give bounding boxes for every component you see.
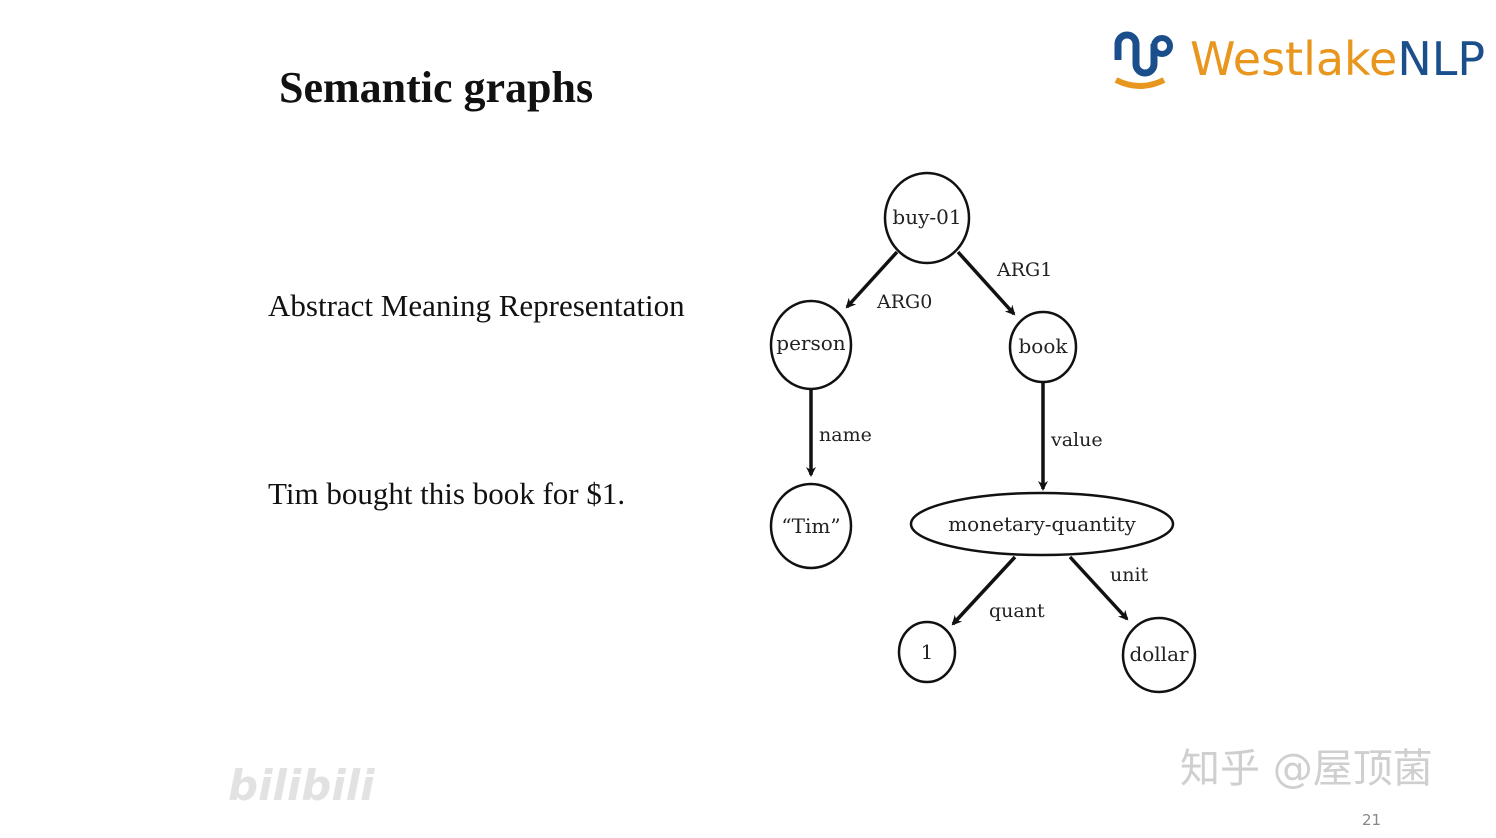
node-one-label: 1 <box>921 640 934 664</box>
edge-arg0 <box>845 250 899 309</box>
logo-text-nlp: NLP <box>1397 32 1486 86</box>
edge-arg0-label: ARG0 <box>876 291 932 313</box>
node-buy-label: buy-01 <box>892 205 961 229</box>
edge-value-label: value <box>1050 429 1103 451</box>
edge-quant-label: quant <box>989 600 1045 622</box>
slide-title: Semantic graphs <box>279 63 594 112</box>
node-mq-label: monetary-quantity <box>948 512 1136 536</box>
edge-quant <box>951 555 1017 626</box>
node-book-label: book <box>1018 334 1068 358</box>
edge-arg1 <box>956 250 1016 316</box>
node-person <box>769 299 853 391</box>
nlp-logo-icon <box>1114 31 1173 89</box>
bilibili-watermark: bilibili <box>228 761 375 810</box>
logo-text-westlake: Westlake <box>1190 32 1398 86</box>
edge-unit-label: unit <box>1110 564 1149 586</box>
edge-name-label: name <box>819 424 872 446</box>
westlakenlp-logo: WestlakeNLP <box>1110 30 1485 92</box>
zhihu-watermark: 知乎 @屋顶菌 <box>1180 746 1433 792</box>
node-monetary-quantity <box>909 491 1175 557</box>
node-buy <box>883 171 971 265</box>
edge-unit <box>1068 555 1129 621</box>
node-dollar-label: dollar <box>1129 642 1189 666</box>
edge-arg1-label: ARG1 <box>996 259 1052 281</box>
node-dollar <box>1121 616 1197 694</box>
page-number: 21 <box>1362 811 1382 829</box>
node-tim-label: “Tim” <box>781 514 840 538</box>
node-tim <box>769 482 853 570</box>
node-one <box>897 620 957 684</box>
node-book <box>1008 310 1078 384</box>
example-sentence: Tim bought this book for $1. <box>268 476 626 511</box>
amr-label: Abstract Meaning Representation <box>268 288 685 323</box>
node-person-label: person <box>776 331 846 355</box>
